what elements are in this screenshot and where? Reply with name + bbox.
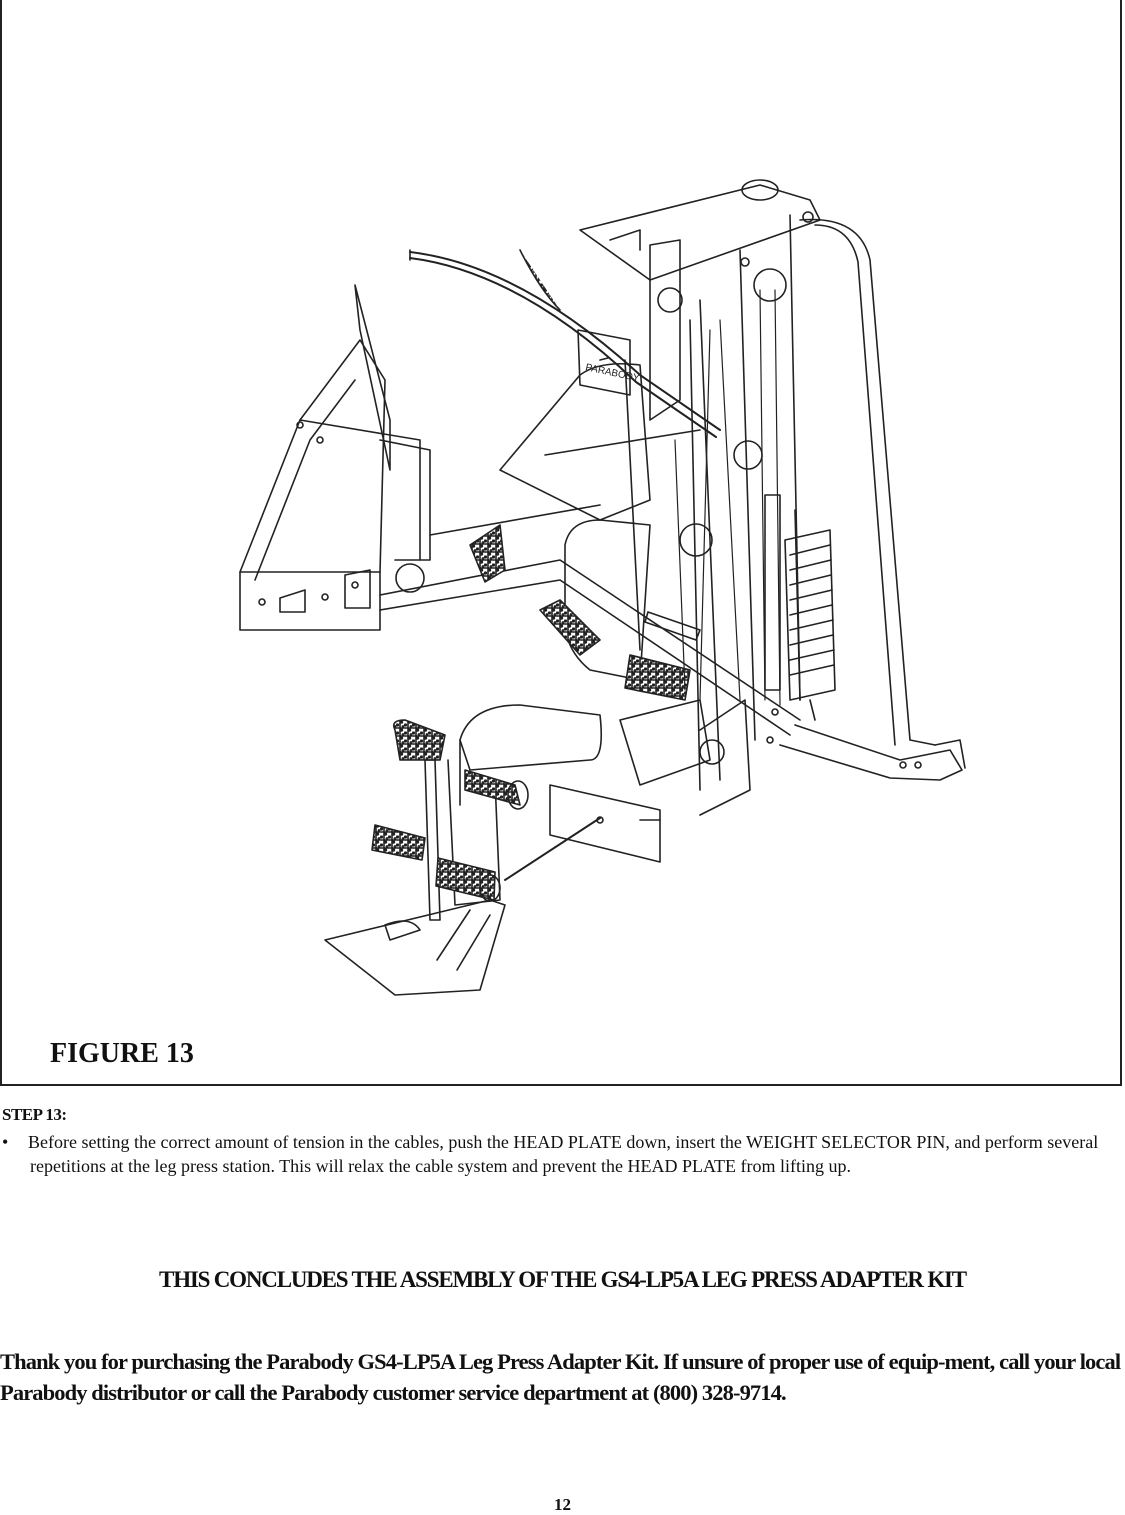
- press-arm: [409, 249, 721, 701]
- leg-press-station: [324, 699, 751, 996]
- cables: [504, 289, 781, 881]
- page-number: 12: [554, 1495, 571, 1514]
- step-text: Before setting the correct amount of ten…: [28, 1132, 1099, 1176]
- home-gym-illustration: PARABODY: [239, 179, 966, 996]
- seat-pads: [459, 362, 651, 806]
- thank-you-note: Thank you for purchasing the Parabody GS…: [0, 1349, 1121, 1405]
- assembly-conclusion-heading: THIS CONCLUDES THE ASSEMBLY OF THE GS4-L…: [159, 1267, 967, 1292]
- figure-caption: FIGURE 13: [50, 1038, 194, 1069]
- parabody-tower-mark: PARABODY: [584, 362, 640, 384]
- figure-frame: [0, 0, 1122, 1086]
- base-foot-right: [766, 708, 966, 781]
- tower: PARABODY: [577, 179, 936, 791]
- leg-press-back-frame: [239, 284, 431, 631]
- weight-stack: [764, 494, 836, 721]
- step-label: STEP 13:: [2, 1105, 67, 1124]
- base-rail: [379, 429, 801, 736]
- step-instruction: • Before setting the correct amount of t…: [2, 1130, 1120, 1178]
- bullet-marker: •: [2, 1132, 9, 1152]
